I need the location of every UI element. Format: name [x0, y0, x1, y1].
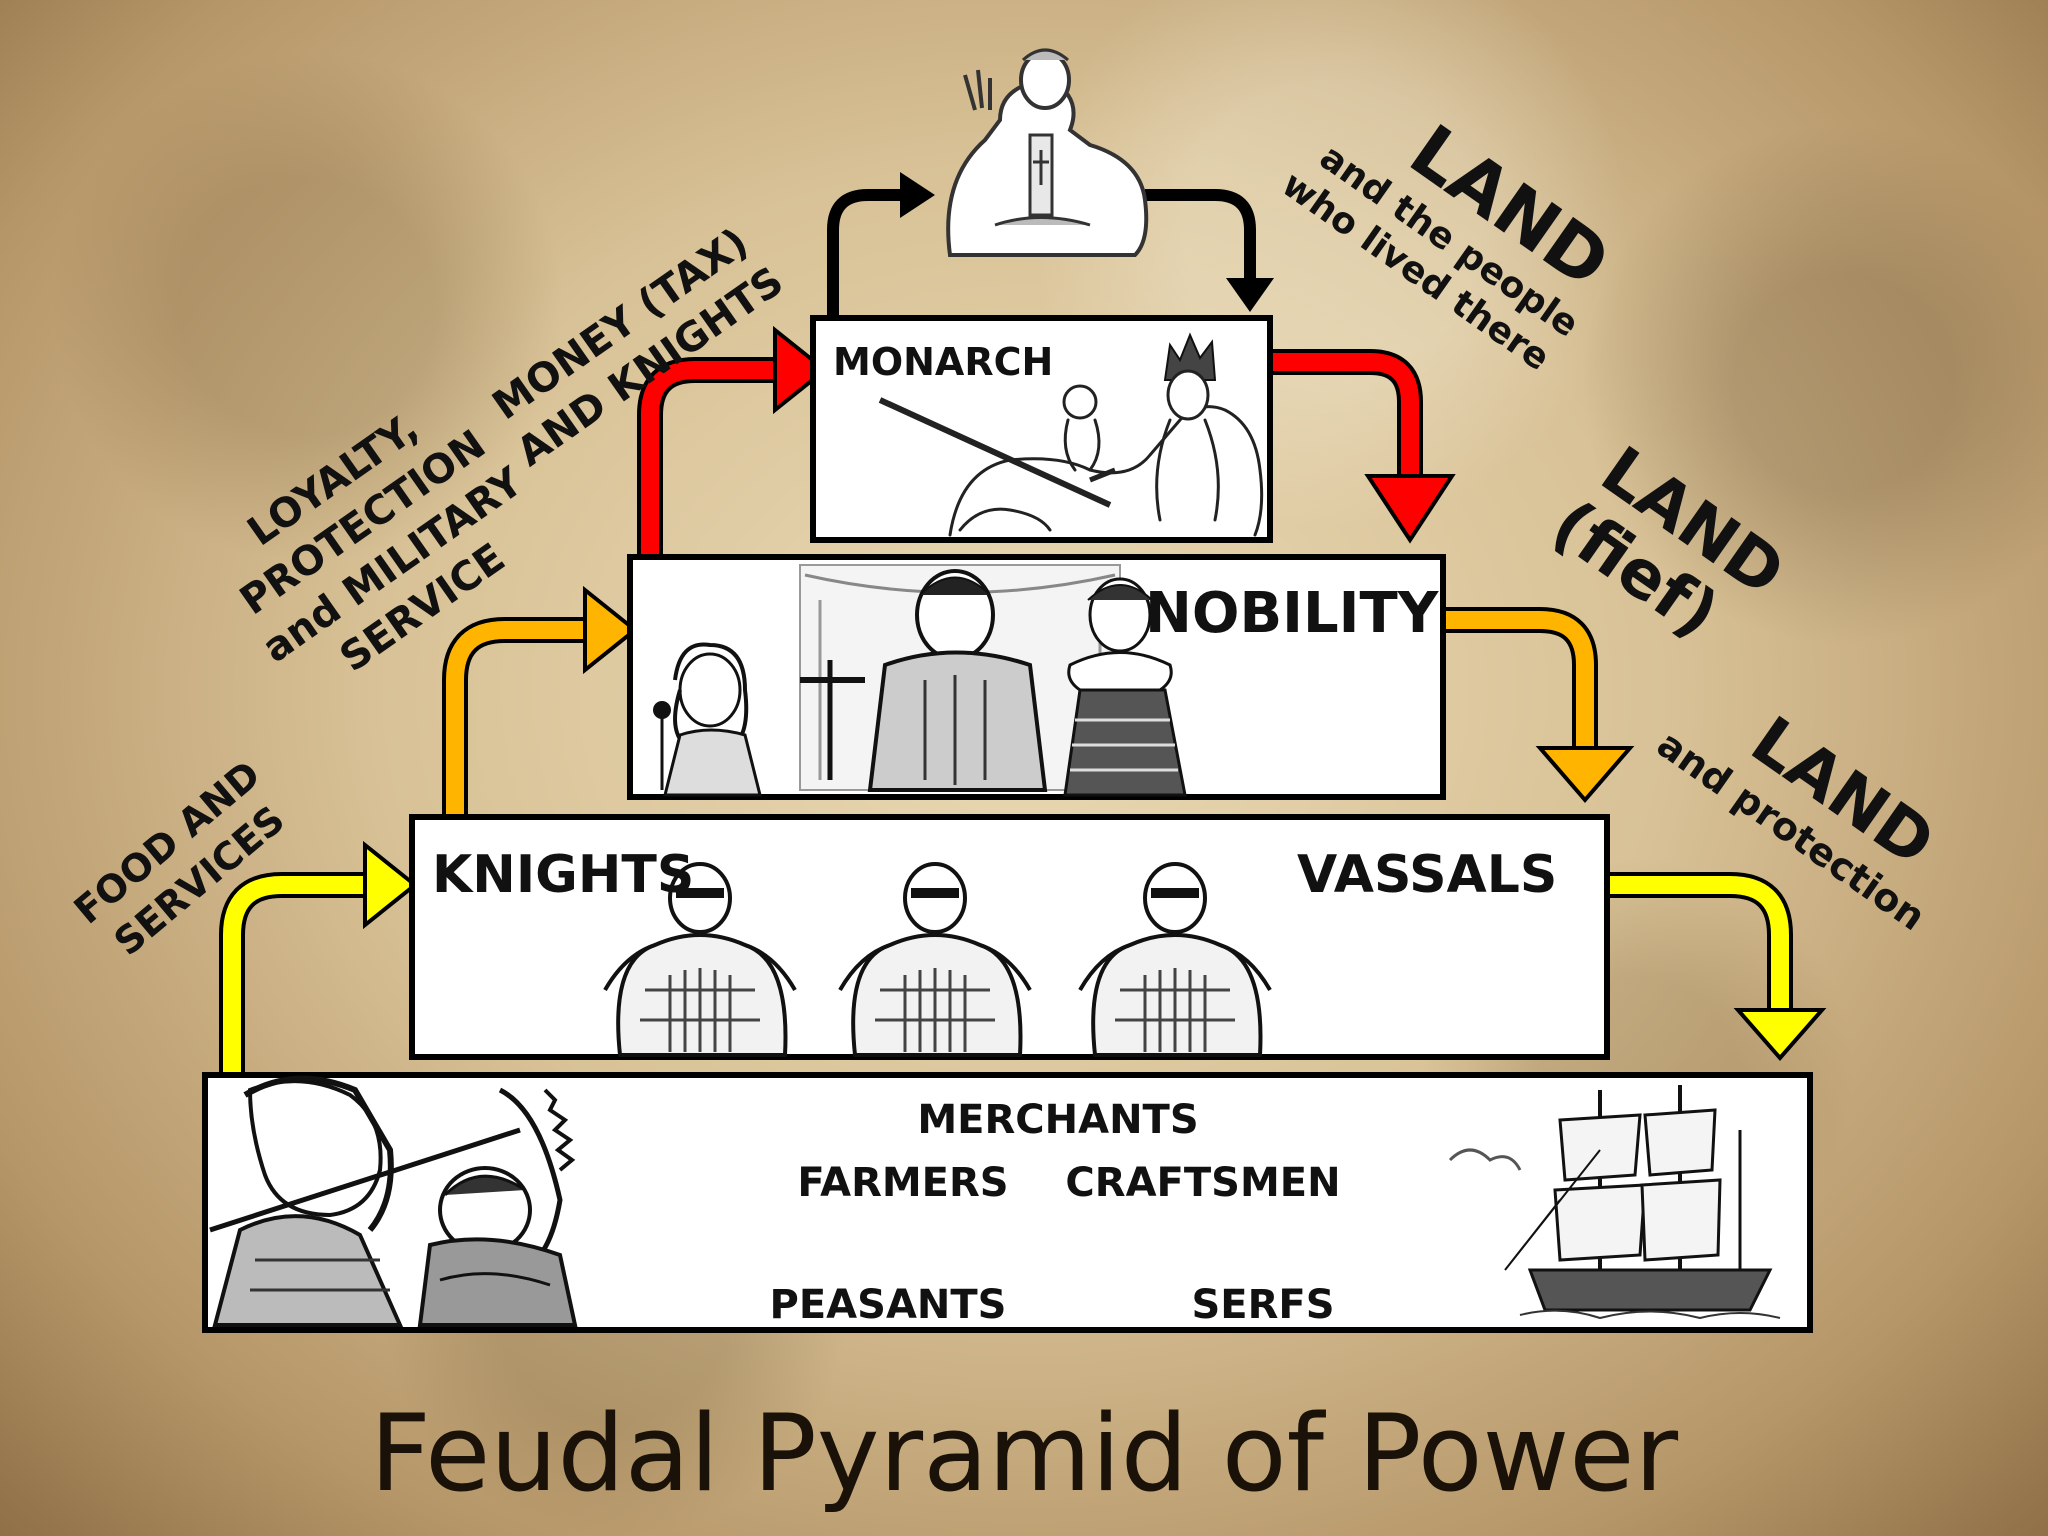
knight-armor-icon	[603, 862, 797, 1057]
money-tax-label: MONEY (TAX) AND KNIGHTS	[484, 219, 791, 475]
page-title: Feudal Pyramid of Power	[370, 1392, 1679, 1515]
arrow-nobility-to-monarch	[637, 325, 829, 560]
arrow-pope-to-monarch	[1145, 189, 1274, 312]
king-on-horse-icon	[878, 332, 1264, 537]
farmers-label: FARMERS	[797, 1160, 1008, 1206]
arrow-monarch-to-pope	[827, 172, 935, 320]
knight-figures	[603, 862, 1272, 1057]
sailing-ship-icon	[1448, 1085, 1781, 1320]
nobility-label: NOBILITY	[1145, 581, 1440, 646]
nobility-box: NOBILITY	[627, 554, 1446, 800]
vassals-label: VASSALS	[1297, 845, 1557, 905]
monarch-box: MONARCH	[810, 315, 1273, 543]
food-services-label: FOOD AND SERVICES	[66, 752, 293, 964]
monarch-label: MONARCH	[833, 340, 1053, 384]
commoners-box: MERCHANTS FARMERS CRAFTSMEN PEASANTS SER…	[202, 1072, 1813, 1333]
arrow-monarch-to-nobility	[1270, 349, 1456, 544]
noble-family-icon	[653, 564, 1187, 797]
arrow-peasants-to-knights	[219, 840, 419, 1075]
knight-armor-icon	[1078, 862, 1272, 1057]
peasants-icon	[209, 1075, 578, 1327]
land-people-label: LAND and the people who lived there	[1274, 108, 1625, 379]
knights-vassals-box: KNIGHTS VASSALS	[409, 814, 1610, 1060]
serfs-label: SERFS	[1191, 1282, 1334, 1328]
pope-icon	[946, 48, 1149, 257]
arrow-knights-to-nobility	[442, 585, 639, 815]
arrow-nobility-to-knights	[1440, 607, 1635, 804]
arrow-knights-to-peasants	[1605, 872, 1827, 1062]
craftsmen-label: CRAFTSMEN	[1065, 1160, 1340, 1206]
knights-label: KNIGHTS	[432, 845, 694, 905]
peasants-label: PEASANTS	[770, 1282, 1007, 1328]
merchants-label: MERCHANTS	[917, 1097, 1198, 1143]
knight-armor-icon	[838, 862, 1032, 1057]
